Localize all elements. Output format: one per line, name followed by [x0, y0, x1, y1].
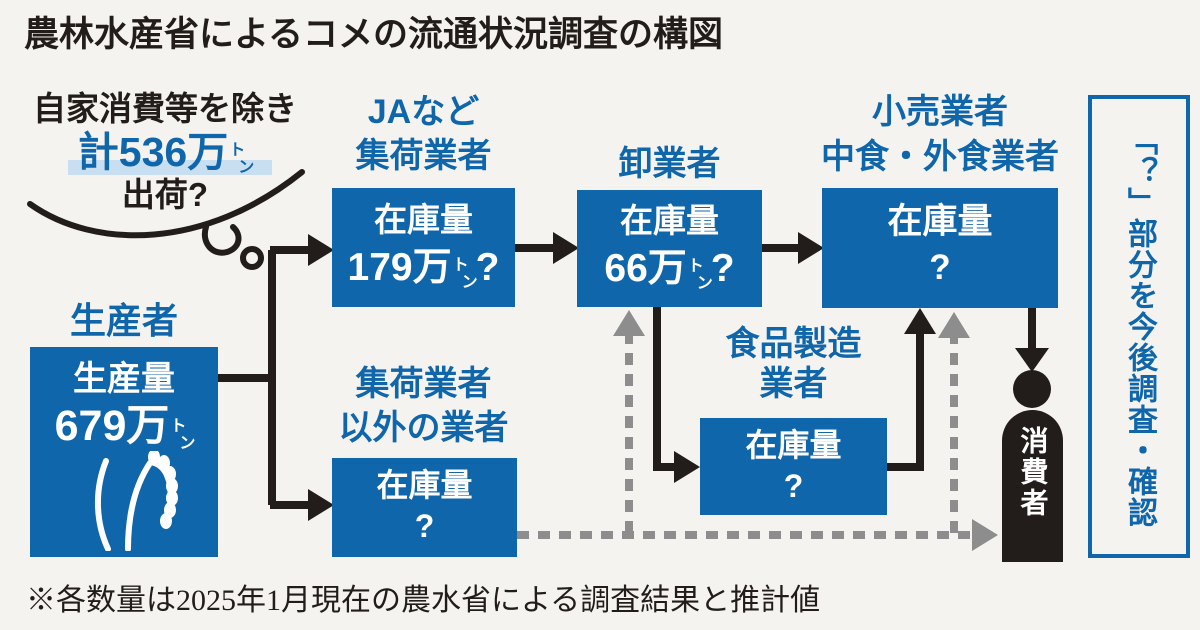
- wholesaler-label: 卸業者: [618, 145, 721, 183]
- consumer-person-icon: [1013, 370, 1051, 408]
- arrow-wholesaler-to-food: [653, 305, 678, 471]
- wholesaler-amount: 66万トン?: [577, 243, 762, 293]
- footnote: ※各数量は2025年1月現在の農水省による調査結果と推計値: [26, 584, 821, 617]
- ton-unit: トン: [170, 418, 196, 452]
- thought-bubble-dot: [240, 246, 264, 270]
- producer-box: 生産量 679万トン: [30, 347, 218, 557]
- sidebar-note-text: 「？」部分を今後調査・確認: [1123, 125, 1156, 528]
- retailer-box-label: 在庫量: [887, 202, 993, 241]
- arrowhead-food-to-retailer: [904, 308, 936, 334]
- producer-label: 生産者: [69, 300, 178, 341]
- producer-amount: 679万トン: [54, 402, 196, 452]
- ja-collector-label: JAなど 集荷業者: [355, 93, 492, 175]
- thought-bubble-tail: [201, 224, 242, 256]
- arrow-producer-fork: [217, 246, 312, 509]
- ja-collector-box: 在庫量 179万トン?: [332, 188, 515, 307]
- consumer-figure: 消費者: [1002, 410, 1063, 562]
- non-collector-box-label: 在庫量: [376, 467, 473, 503]
- producer-box-label: 生産量: [73, 360, 175, 398]
- dashed-arrowhead-to-wholesaler: [613, 310, 645, 336]
- arrowhead-producer-to-ja: [308, 234, 334, 266]
- arrowhead-wholesaler-to-retailer: [798, 232, 824, 264]
- dashed-arrowhead-to-retailer: [938, 312, 970, 338]
- wholesaler-box-label: 在庫量: [620, 202, 719, 239]
- arrowhead-wholesaler-to-food: [674, 451, 700, 483]
- food-manufacturer-label: 食品製造 業者: [725, 325, 862, 403]
- arrowhead-retailer-to-consumer: [1015, 348, 1049, 372]
- consumer-label: 消費者: [1017, 426, 1049, 519]
- arrowhead-ja-to-wholesaler: [553, 232, 579, 264]
- ton-unit: トン: [452, 257, 478, 291]
- page-title: 農林水産省によるコメの流通状況調査の構図: [24, 15, 723, 54]
- ja-box-label: 在庫量: [374, 201, 473, 238]
- non-collector-question: ?: [414, 508, 435, 544]
- food-question: ?: [783, 468, 804, 504]
- bubble-line1: 自家消費等を除き: [33, 90, 297, 127]
- dashed-arrowhead-to-consumer: [972, 519, 998, 551]
- bubble-amount: 計536万トン: [77, 129, 255, 176]
- ton-unit: トン: [229, 142, 255, 176]
- wholesaler-box: 在庫量 66万トン?: [577, 190, 762, 307]
- rice-plant-icon: [95, 449, 178, 552]
- non-collector-label: 集荷業者 以外の業者: [338, 365, 509, 447]
- retailer-question: ?: [929, 248, 951, 287]
- thought-bubble: 自家消費等を除き 計536万トン 出荷?: [10, 90, 320, 215]
- bubble-line3: 出荷?: [121, 176, 209, 213]
- sidebar-note: 「？」部分を今後調査・確認: [1088, 95, 1190, 558]
- non-collector-box: 在庫量 ?: [332, 458, 517, 557]
- food-manufacturer-box: 在庫量 ?: [700, 418, 887, 515]
- ja-amount: 179万トン?: [332, 242, 515, 292]
- arrow-food-to-retailer: [887, 332, 924, 471]
- retailer-label: 小売業者 中食・外食業者: [821, 93, 1059, 176]
- retailer-box: 在庫量 ?: [822, 188, 1058, 308]
- food-box-label: 在庫量: [745, 427, 842, 463]
- ton-unit: トン: [687, 258, 713, 292]
- arrowhead-producer-to-noncollector: [308, 489, 334, 521]
